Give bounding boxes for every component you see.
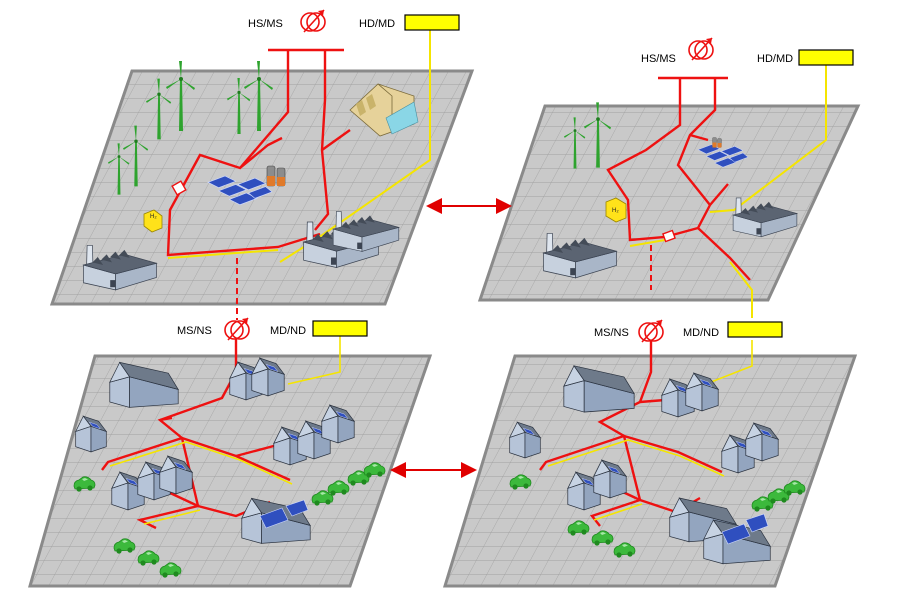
badge-label: MD/ND	[270, 325, 306, 337]
transformer-label: HS/MS	[248, 18, 283, 30]
transformer-icon	[224, 317, 250, 341]
svg-text:H₂: H₂	[612, 208, 619, 214]
solar-roof-icon	[721, 513, 769, 545]
status-badge	[727, 321, 783, 338]
hydrogen-unit-icon: H₂	[143, 209, 163, 233]
grid-plane	[442, 354, 858, 588]
panel-distribution-left: MS/NS MD/ND	[28, 317, 433, 588]
power-lines	[166, 48, 351, 257]
power-lines	[606, 76, 751, 281]
breaker-icon	[171, 180, 187, 196]
transformer-label: MS/NS	[177, 325, 212, 337]
data-lines	[167, 29, 431, 263]
transformer-icon	[300, 9, 326, 33]
status-badge	[312, 320, 368, 337]
hydrogen-unit-icon: H₂	[605, 197, 627, 223]
status-badge	[798, 49, 854, 66]
transformer-icon	[638, 319, 664, 343]
panel-distribution-right: MS/NS MD/ND	[442, 319, 858, 588]
status-badge	[404, 14, 460, 31]
data-lines	[547, 340, 753, 521]
grid-plane	[477, 104, 861, 302]
badge-label: MD/ND	[683, 327, 719, 339]
solar-roof-icon	[259, 499, 309, 529]
transformer-icon	[688, 37, 714, 61]
badge-label: HD/MD	[359, 18, 395, 30]
breaker-icon	[662, 229, 676, 243]
panel-transmission-right: H₂ HS/MS HD/MD	[477, 37, 861, 318]
panel-transmission-left: H₂ HS/MS HD/MD	[49, 9, 475, 320]
badge-label: HD/MD	[757, 53, 793, 65]
data-lines	[109, 336, 341, 525]
data-lines	[629, 65, 827, 318]
svg-text:H₂: H₂	[150, 214, 157, 220]
transformer-label: HS/MS	[641, 53, 676, 65]
transformer-label: MS/NS	[594, 327, 629, 339]
hydro-plant-icon	[349, 83, 419, 137]
